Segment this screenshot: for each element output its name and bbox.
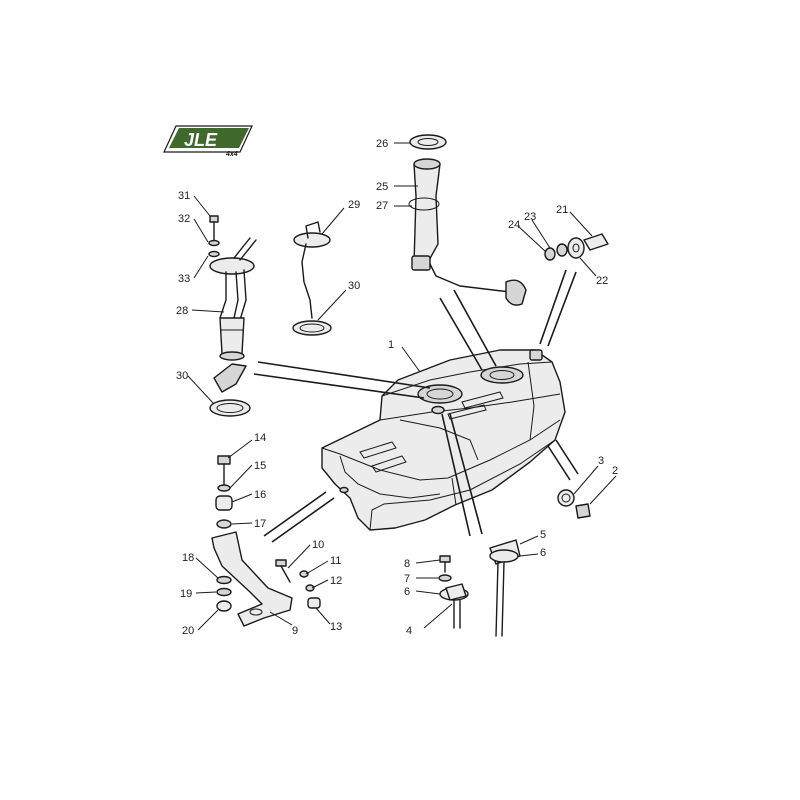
callout-30-lower: 30 [176,370,188,382]
mounting-bracket [211,455,321,627]
jle-logo: JLE 4x4 [163,125,253,158]
callout-6-lower: 6 [404,586,410,598]
level-sensor-29 [292,221,332,336]
callout-8: 8 [404,558,410,570]
callout-22: 22 [596,275,608,287]
drain-plug-assembly [557,489,591,519]
leader-lines [187,142,617,631]
callout-28: 28 [176,305,188,317]
callout-25: 25 [376,181,388,193]
callout-13: 13 [330,621,342,633]
callout-9: 9 [292,625,298,637]
callout-7: 7 [404,573,410,585]
callout-6-upper: 6 [540,547,546,559]
logo-sub: 4x4 [225,151,238,158]
callout-33: 33 [178,273,190,285]
callout-11: 11 [330,555,341,567]
callout-16: 16 [254,489,266,501]
callout-23: 23 [524,211,536,223]
callout-30-upper: 30 [348,280,360,292]
callout-1: 1 [388,339,394,351]
callout-3: 3 [598,455,604,467]
callout-12: 12 [330,575,342,587]
callout-4: 4 [406,625,412,637]
callout-labels: 1 2 3 4 5 6 6 7 8 9 10 11 12 13 14 15 16… [176,138,618,637]
fuel-tank [321,349,566,531]
callout-32: 32 [178,213,190,225]
fuel-gauge-sender [408,134,527,306]
callout-17: 17 [254,518,266,530]
logo-brand: JLE [184,130,218,150]
callout-24: 24 [508,219,520,231]
callout-29: 29 [348,199,360,211]
assembly-guide-lines [253,269,579,543]
callout-31: 31 [178,190,190,202]
callout-14: 14 [254,432,266,444]
callout-15: 15 [254,460,266,472]
callout-27: 27 [376,200,388,212]
pickup-pipe-assembly [438,539,521,637]
callout-26: 26 [376,138,388,150]
callout-10: 10 [312,539,324,551]
fuel-pump-assembly [208,215,257,417]
vent-valve-assembly [544,233,609,261]
callout-20: 20 [182,625,194,637]
callout-18: 18 [182,552,194,564]
callout-2: 2 [612,465,618,477]
callout-21: 21 [556,204,568,216]
callout-5: 5 [540,529,546,541]
callout-19: 19 [180,588,192,600]
